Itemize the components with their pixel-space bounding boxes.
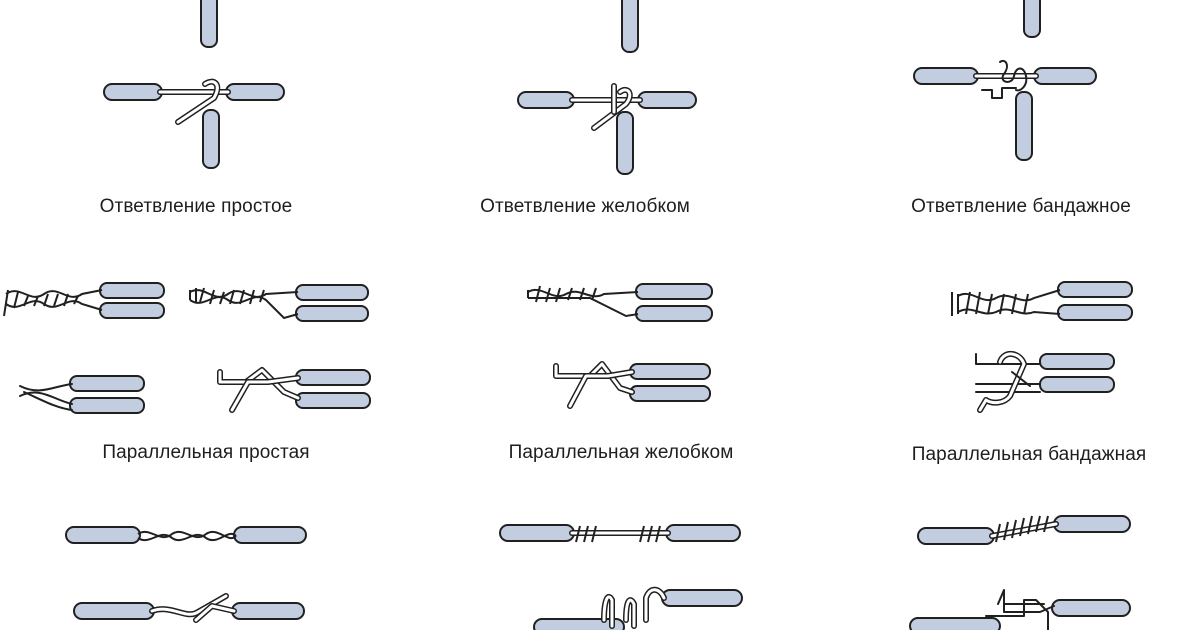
branch-top-stub-2 [621,0,639,53]
caption-parallel-groove: Параллельная желобком [508,442,734,463]
parallel-simple-twisted-bent-figure [189,284,369,322]
branch-top-stub-1 [200,0,218,48]
branch-bandage-figure [913,60,1097,161]
parallel-groove-twisted-figure [527,283,713,322]
caption-parallel-bandage: Параллельная бандажная [911,444,1147,465]
inline-bandage-twisted-figure [917,515,1131,545]
inline-simple-crossed-figure [73,593,305,623]
parallel-bandage-twisted-figure [951,281,1133,321]
branch-simple-figure [103,78,285,169]
caption-branch-groove: Ответвление желобком [480,196,690,217]
branch-groove-figure [517,83,697,175]
inline-groove-looped-figure [533,586,743,630]
parallel-bandage-bent-figure [975,351,1115,413]
inline-bandage-bent-figure [909,589,1131,630]
caption-branch-bandage: Ответвление бандажное [911,196,1131,217]
caption-branch-simple: Ответвление простое [99,196,293,217]
parallel-simple-split-figure [19,375,145,414]
inline-groove-twisted-figure [499,524,741,543]
branch-top-stub-3 [1023,0,1041,38]
parallel-groove-bent-figure [553,361,711,409]
parallel-simple-bent-figure [217,367,371,413]
parallel-simple-twisted-figure [3,282,165,319]
caption-parallel-simple: Параллельная простая [102,442,310,463]
inline-simple-twisted-figure [65,526,307,544]
